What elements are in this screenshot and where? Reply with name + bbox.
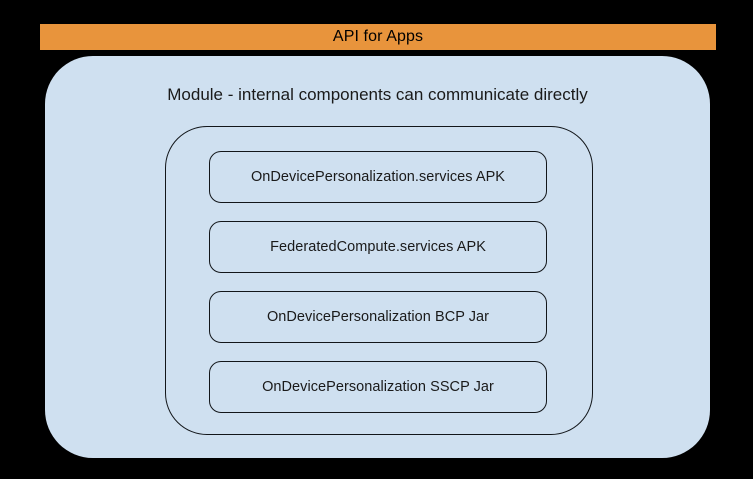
api-for-apps-banner: API for Apps [40,24,716,50]
component-label: FederatedCompute.services APK [270,238,486,255]
component-list: OnDevicePersonalization.services APK Fed… [209,151,547,413]
component-box-federatedcompute-services-apk: FederatedCompute.services APK [209,221,547,273]
component-label: OnDevicePersonalization BCP Jar [266,308,490,325]
module-caption: Module - internal components can communi… [167,85,588,104]
component-box-ondevicepersonalization-bcp-jar: OnDevicePersonalization BCP Jar [209,291,547,343]
module-panel: Module - internal components can communi… [45,56,710,458]
component-label: OnDevicePersonalization.services APK [250,168,506,185]
internal-components-group: OnDevicePersonalization.services APK Fed… [165,126,593,435]
component-box-ondevicepersonalization-sscp-jar: OnDevicePersonalization SSCP Jar [209,361,547,413]
component-box-ondevicepersonalization-services-apk: OnDevicePersonalization.services APK [209,151,547,203]
component-label: OnDevicePersonalization SSCP Jar [262,378,494,395]
api-for-apps-banner-label: API for Apps [332,28,424,45]
